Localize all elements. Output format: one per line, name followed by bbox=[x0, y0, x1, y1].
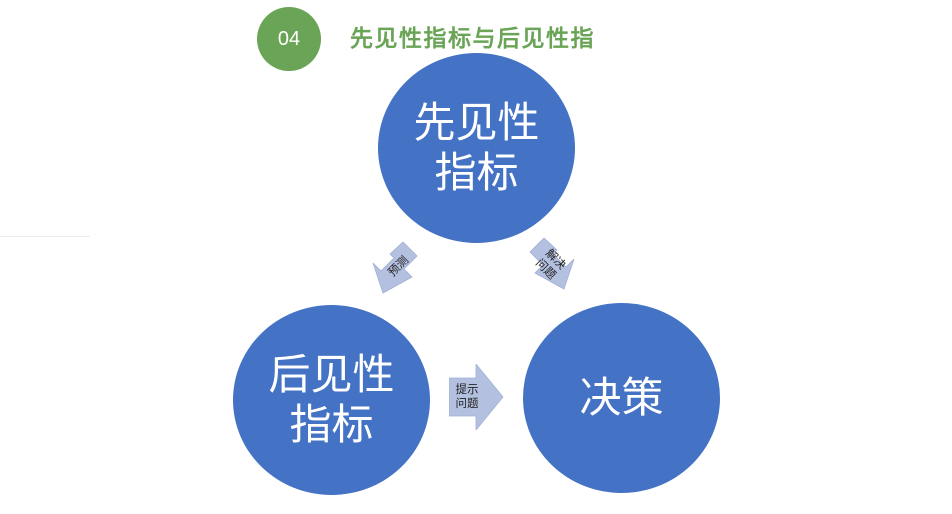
lagging-indicator-node: 后见性 指标 bbox=[233, 305, 430, 495]
arrow-solve-problem-shape bbox=[529, 237, 575, 290]
leading-indicator-label-line2: 指标 bbox=[434, 148, 519, 197]
lagging-indicator-label-line2: 指标 bbox=[289, 400, 374, 449]
page-title: 先见性指标与后见性指 bbox=[350, 26, 595, 52]
decision-node: 决策 bbox=[523, 303, 720, 493]
arrow-prompt-problem-label: 提示 问题 bbox=[449, 382, 485, 410]
lagging-indicator-label-line1: 后见性 bbox=[268, 350, 395, 399]
divider-line bbox=[0, 236, 90, 237]
section-number: 04 bbox=[277, 27, 301, 50]
leading-indicator-node: 先见性 指标 bbox=[378, 53, 575, 243]
arrow-predict-shape bbox=[372, 241, 418, 294]
leading-indicator-label-line1: 先见性 bbox=[413, 98, 540, 147]
arrow-predict: 预测 bbox=[366, 238, 430, 298]
arrow-prompt-problem-label-line1: 提示 bbox=[455, 382, 479, 396]
arrow-solve-problem: 解决 问题 bbox=[518, 236, 582, 296]
arrow-prompt-problem: 提示 问题 bbox=[449, 364, 504, 430]
arrow-prompt-problem-shape bbox=[449, 364, 504, 430]
section-number-badge: 04 bbox=[257, 7, 321, 71]
arrow-prompt-problem-label-line2: 问题 bbox=[455, 396, 479, 410]
decision-label: 决策 bbox=[579, 373, 664, 422]
